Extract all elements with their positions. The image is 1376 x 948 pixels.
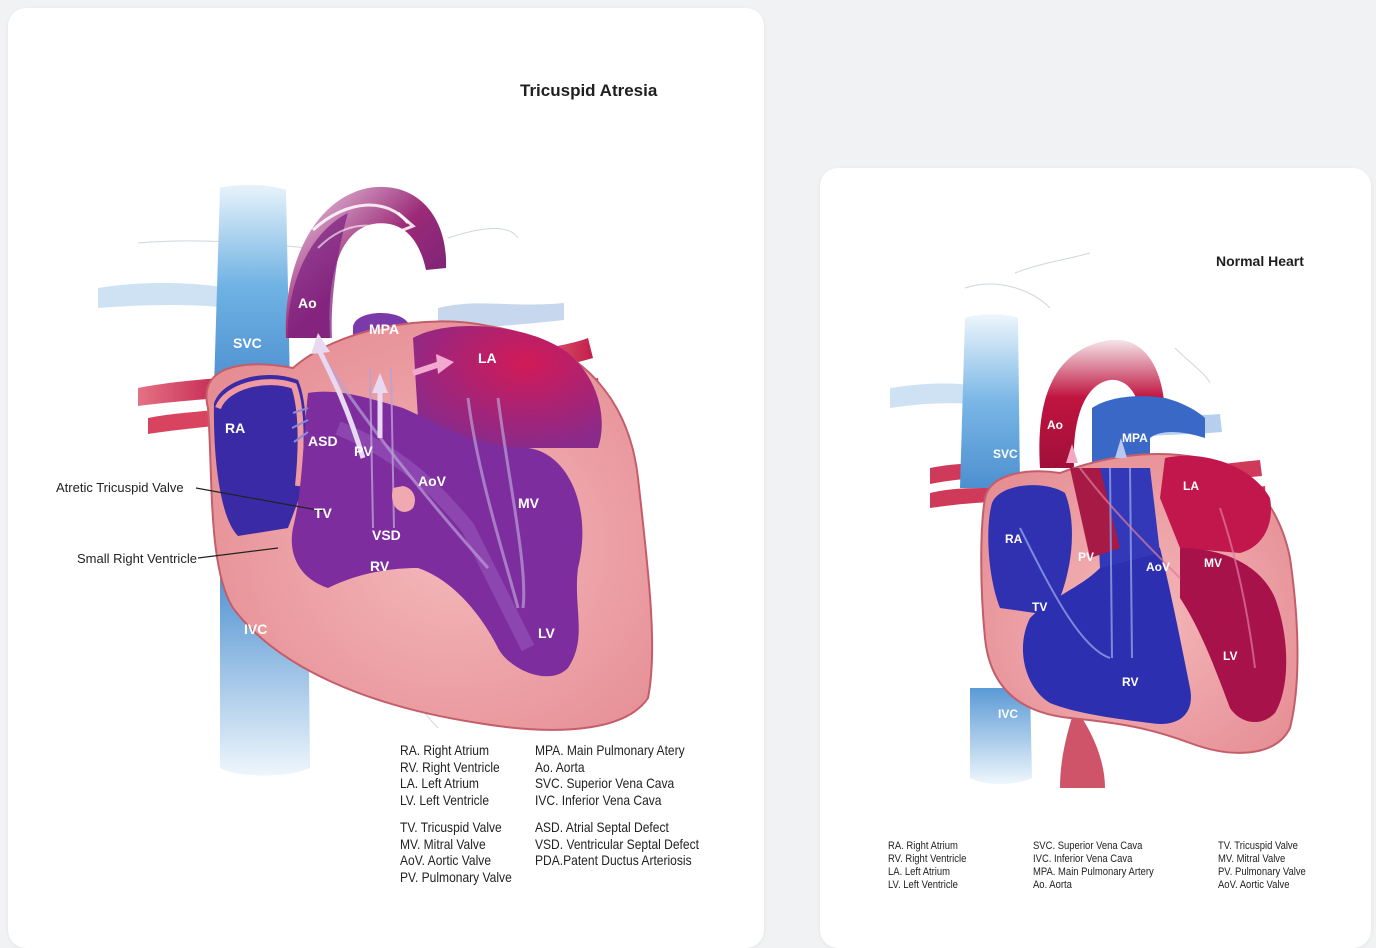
legend-item: SVC. Superior Vena Cava xyxy=(535,775,685,792)
legend-item: IVC. Inferior Vena Cava xyxy=(1033,853,1154,866)
label-vsd: VSD xyxy=(372,527,401,543)
label-mv: MV xyxy=(1204,556,1222,570)
label-ra: RA xyxy=(1005,532,1023,546)
legend-item: LA. Left Atrium xyxy=(400,775,500,792)
label-aov: AoV xyxy=(1146,560,1170,574)
label-mpa: MPA xyxy=(369,321,399,337)
legend-item: ASD. Atrial Septal Defect xyxy=(535,819,699,836)
tricuspid-atresia-card: Tricuspid Atresia xyxy=(8,8,764,948)
label-mv: MV xyxy=(518,495,540,511)
legend-col2a: MPA. Main Pulmonary Atery Ao. Aorta SVC.… xyxy=(535,742,685,808)
label-ao: Ao xyxy=(1047,418,1063,432)
label-la: LA xyxy=(478,350,497,366)
normal-heart-illustration: Ao MPA SVC LA RA PV AoV MV TV LV RV IVC xyxy=(820,168,1371,938)
legend-item: RV. Right Ventricle xyxy=(888,853,966,866)
legend-item: RA. Right Atrium xyxy=(888,840,966,853)
label-pv: PV xyxy=(354,443,373,459)
legend-col1: RA. Right Atrium RV. Right Ventricle LA.… xyxy=(888,840,966,892)
label-ivc: IVC xyxy=(244,621,267,637)
label-svc: SVC xyxy=(993,447,1018,461)
label-lv: LV xyxy=(1223,649,1237,663)
legend-item: RA. Right Atrium xyxy=(400,742,500,759)
legend-item: Ao. Aorta xyxy=(535,759,685,776)
label-lv: LV xyxy=(538,625,556,641)
label-tv: TV xyxy=(314,505,333,521)
legend-item: PDA.Patent Ductus Arteriosis xyxy=(535,852,699,869)
atretic-tricuspid-valve-callout: Atretic Tricuspid Valve xyxy=(56,480,184,495)
legend-item: PV. Pulmonary Valve xyxy=(1218,866,1306,879)
label-asd: ASD xyxy=(308,433,338,449)
legend-item: SVC. Superior Vena Cava xyxy=(1033,840,1154,853)
label-pv: PV xyxy=(1078,550,1094,564)
legend-item: LV. Left Ventricle xyxy=(888,879,966,892)
legend-item: TV. Tricuspid Valve xyxy=(400,819,512,836)
label-mpa: MPA xyxy=(1122,431,1148,445)
small-right-ventricle-callout: Small Right Ventricle xyxy=(77,551,197,566)
legend-item: PV. Pulmonary Valve xyxy=(400,869,512,886)
legend-col3: TV. Tricuspid Valve MV. Mitral Valve PV.… xyxy=(1218,840,1306,892)
legend-item: LA. Left Atrium xyxy=(888,866,966,879)
legend-col2b: ASD. Atrial Septal Defect VSD. Ventricul… xyxy=(535,819,699,869)
legend-item: LV. Left Ventricle xyxy=(400,792,500,809)
legend-item: TV. Tricuspid Valve xyxy=(1218,840,1306,853)
legend-col1a: RA. Right Atrium RV. Right Ventricle LA.… xyxy=(400,742,500,808)
legend-item: VSD. Ventricular Septal Defect xyxy=(535,836,699,853)
legend-item: AoV. Aortic Valve xyxy=(400,852,512,869)
label-la: LA xyxy=(1183,479,1199,493)
label-svc: SVC xyxy=(233,335,262,351)
label-ra: RA xyxy=(225,420,245,436)
label-pda: PDA xyxy=(362,245,392,261)
legend-item: MV. Mitral Valve xyxy=(400,836,512,853)
legend-item: MPA. Main Pulmonary Atery xyxy=(535,742,685,759)
normal-heart-card: Normal Heart xyxy=(820,168,1371,948)
label-ivc: IVC xyxy=(998,707,1018,721)
label-aov: AoV xyxy=(418,473,447,489)
legend-item: IVC. Inferior Vena Cava xyxy=(535,792,685,809)
legend-item: RV. Right Ventricle xyxy=(400,759,500,776)
legend-col1b: TV. Tricuspid Valve MV. Mitral Valve AoV… xyxy=(400,819,512,885)
legend-item: AoV. Aortic Valve xyxy=(1218,879,1306,892)
label-tv: TV xyxy=(1032,600,1047,614)
legend-item: Ao. Aorta xyxy=(1033,879,1154,892)
legend-item: MPA. Main Pulmonary Artery xyxy=(1033,866,1154,879)
legend-item: MV. Mitral Valve xyxy=(1218,853,1306,866)
legend-col2: SVC. Superior Vena Cava IVC. Inferior Ve… xyxy=(1033,840,1154,892)
label-ao: Ao xyxy=(298,295,317,311)
label-rv: RV xyxy=(370,558,390,574)
label-rv: RV xyxy=(1122,675,1138,689)
